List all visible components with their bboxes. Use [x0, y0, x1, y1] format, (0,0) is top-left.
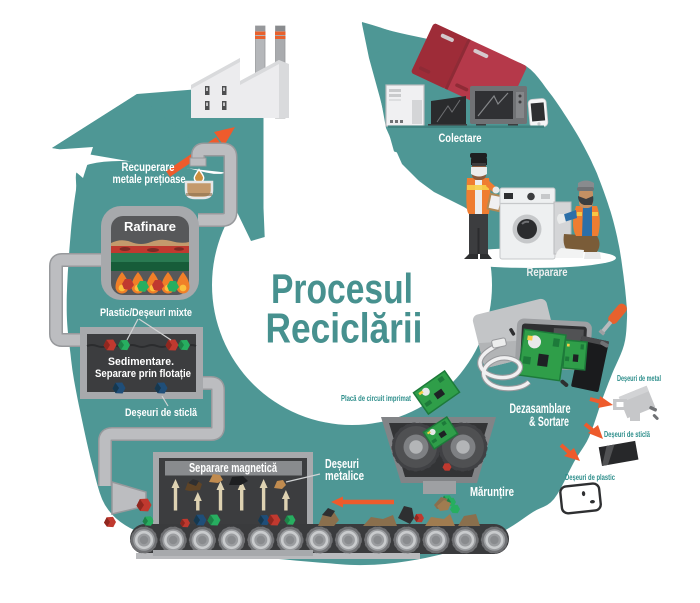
svg-text:Deșeuri de sticlă: Deșeuri de sticlă [125, 407, 198, 419]
svg-text:metalice: metalice [325, 468, 364, 483]
svg-text:Recuperare: Recuperare [122, 162, 175, 174]
svg-text:& Sortare: & Sortare [529, 414, 569, 429]
svg-text:Reciclării: Reciclării [266, 305, 423, 352]
svg-text:Dezasamblare: Dezasamblare [510, 401, 571, 416]
svg-text:Deșeuri: Deșeuri [325, 456, 359, 471]
svg-text:Deșeuri de sticlă: Deșeuri de sticlă [604, 429, 650, 439]
svg-text:Deșeuri de metal: Deșeuri de metal [617, 373, 661, 383]
svg-text:Sedimentare.: Sedimentare. [108, 356, 174, 368]
svg-text:Separare prin flotație: Separare prin flotație [95, 368, 191, 380]
svg-text:Reparare: Reparare [527, 267, 568, 279]
svg-text:Deșeuri de plastic: Deșeuri de plastic [565, 472, 615, 482]
svg-text:Placă de circuit imprimat: Placă de circuit imprimat [341, 393, 411, 403]
svg-text:Rafinare: Rafinare [124, 220, 176, 234]
svg-text:Separare magnetică: Separare magnetică [189, 461, 278, 475]
svg-text:Procesul: Procesul [271, 265, 413, 312]
svg-text:Plastic/Deșeuri mixte: Plastic/Deșeuri mixte [100, 307, 192, 319]
svg-text:Colectare: Colectare [439, 133, 482, 145]
svg-text:metale prețioase: metale prețioase [113, 174, 186, 186]
svg-text:Mărunțire: Mărunțire [470, 485, 514, 499]
